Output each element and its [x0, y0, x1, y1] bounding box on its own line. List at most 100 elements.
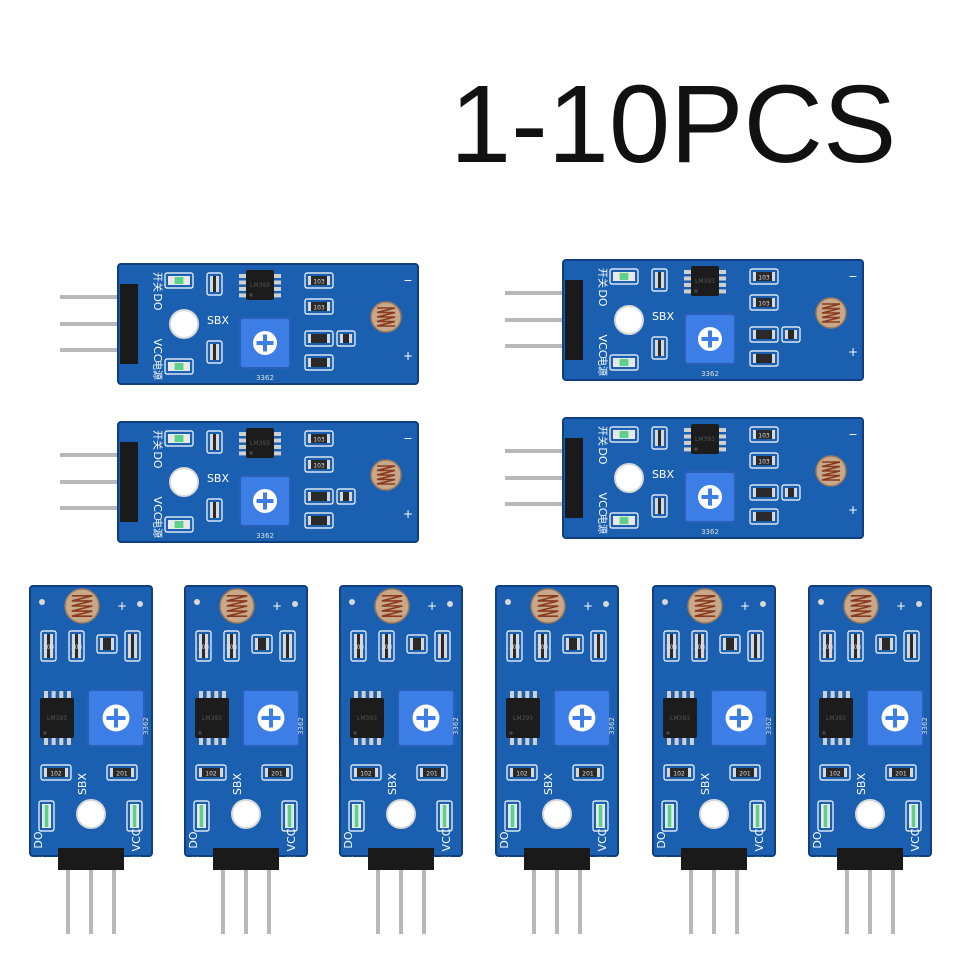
resistor	[651, 494, 668, 518]
trimmer-potentiometer	[239, 475, 291, 527]
resistor-code-label: 103	[850, 644, 862, 651]
pin-vcc-label: VCC	[596, 493, 609, 516]
pin-header-block	[213, 848, 279, 870]
header-pins	[505, 291, 567, 348]
mounting-hole	[614, 463, 644, 493]
capacitor	[781, 484, 801, 501]
resistor	[304, 330, 334, 347]
brand-label: SBX	[386, 773, 399, 796]
header-pin	[60, 453, 122, 457]
header-pin	[60, 348, 122, 352]
pin-vcc-label: VCC	[151, 497, 164, 520]
switch-led	[661, 800, 678, 832]
resistor-code-label: 103	[822, 644, 834, 651]
trimmer-potentiometer	[242, 689, 300, 747]
header-pin	[845, 870, 849, 934]
header-pin	[66, 870, 70, 934]
resistor: 103	[749, 268, 779, 285]
mounting-hole	[542, 799, 572, 829]
resistor-code-label: 201	[582, 771, 594, 778]
brand-label: SBX	[855, 773, 868, 796]
power-led	[436, 800, 453, 832]
photoresistor-sensor	[530, 588, 566, 624]
resistor: 201	[416, 764, 448, 781]
switch-label: 开关	[811, 856, 824, 876]
switch-led	[504, 800, 521, 832]
comparator-chip: LM393	[663, 691, 697, 745]
switch-label: 开关	[32, 856, 45, 876]
resistor-code-label: 201	[739, 771, 751, 778]
chip-marking: LM393	[513, 715, 533, 722]
pin-do-label: DO	[811, 831, 824, 848]
minus-label: −	[848, 428, 857, 441]
resistor-code-label: 201	[271, 771, 283, 778]
photoresistor-sensor	[370, 459, 402, 491]
resistor-code-label: 102	[50, 771, 62, 778]
resistor: 102	[819, 764, 851, 781]
pin-vcc-label: VCC	[596, 828, 609, 851]
capacitor	[406, 634, 428, 654]
mounting-hole	[855, 799, 885, 829]
plus-label: +	[740, 599, 750, 613]
resistor-code-label: 103	[313, 437, 325, 444]
switch-led	[817, 800, 834, 832]
resistor	[747, 630, 764, 662]
header-pin	[60, 322, 122, 326]
pin-vcc-label: VCC	[285, 828, 298, 851]
resistor-code-label: 102	[360, 771, 372, 778]
resistor-code-label: 103	[666, 644, 678, 651]
trimmer-potentiometer	[553, 689, 611, 747]
capacitor	[875, 634, 897, 654]
pin-header-block	[58, 848, 124, 870]
pin-header-block	[565, 438, 583, 518]
header-pin	[221, 870, 225, 934]
pin-do-label: DO	[151, 451, 164, 468]
power-led	[609, 426, 639, 443]
brand-label: SBX	[231, 773, 244, 796]
comparator-chip: LM393	[195, 691, 229, 745]
photoresistor-sensor	[219, 588, 255, 624]
resistor-code-label: 103	[758, 433, 770, 440]
resistor-code-label: 201	[895, 771, 907, 778]
brand-label: SBX	[207, 472, 230, 485]
pot-code-label: 3362	[765, 717, 773, 735]
comparator-chip: LM393	[40, 691, 74, 745]
switch-label: 开关	[187, 856, 200, 876]
power-label: 电源	[130, 856, 143, 876]
capacitor	[251, 634, 273, 654]
resistor: 103	[847, 630, 864, 662]
chip-marking: LM393	[695, 278, 715, 285]
header-pin	[735, 870, 739, 934]
switch-led	[609, 354, 639, 371]
resistor	[651, 268, 668, 292]
resistor: 103	[350, 630, 367, 662]
resistor: 201	[261, 764, 293, 781]
pot-code-label: 3362	[701, 370, 719, 378]
chip-marking: LM393	[250, 440, 270, 447]
comparator-chip: LM393	[350, 691, 384, 745]
plus-label: +	[583, 599, 593, 613]
resistor-code-label: 103	[71, 644, 83, 651]
mounting-hole	[699, 799, 729, 829]
power-label: 电源	[909, 856, 922, 876]
pin-vcc-label: VCC	[753, 828, 766, 851]
switch-led	[609, 512, 639, 529]
resistor-code-label: 103	[198, 644, 210, 651]
resistor	[206, 340, 223, 364]
power-label: 电源	[151, 360, 164, 380]
plus-label: +	[272, 599, 282, 613]
trimmer-potentiometer	[710, 689, 768, 747]
pin-header-block	[120, 442, 138, 522]
switch-led	[348, 800, 365, 832]
plus-label: +	[427, 599, 437, 613]
resistor: 201	[106, 764, 138, 781]
header-pins	[60, 453, 122, 510]
switch-label: 开关	[498, 856, 511, 876]
header-pin	[399, 870, 403, 934]
pin-header-block	[565, 280, 583, 360]
resistor: 103	[819, 630, 836, 662]
resistor-code-label: 103	[313, 463, 325, 470]
